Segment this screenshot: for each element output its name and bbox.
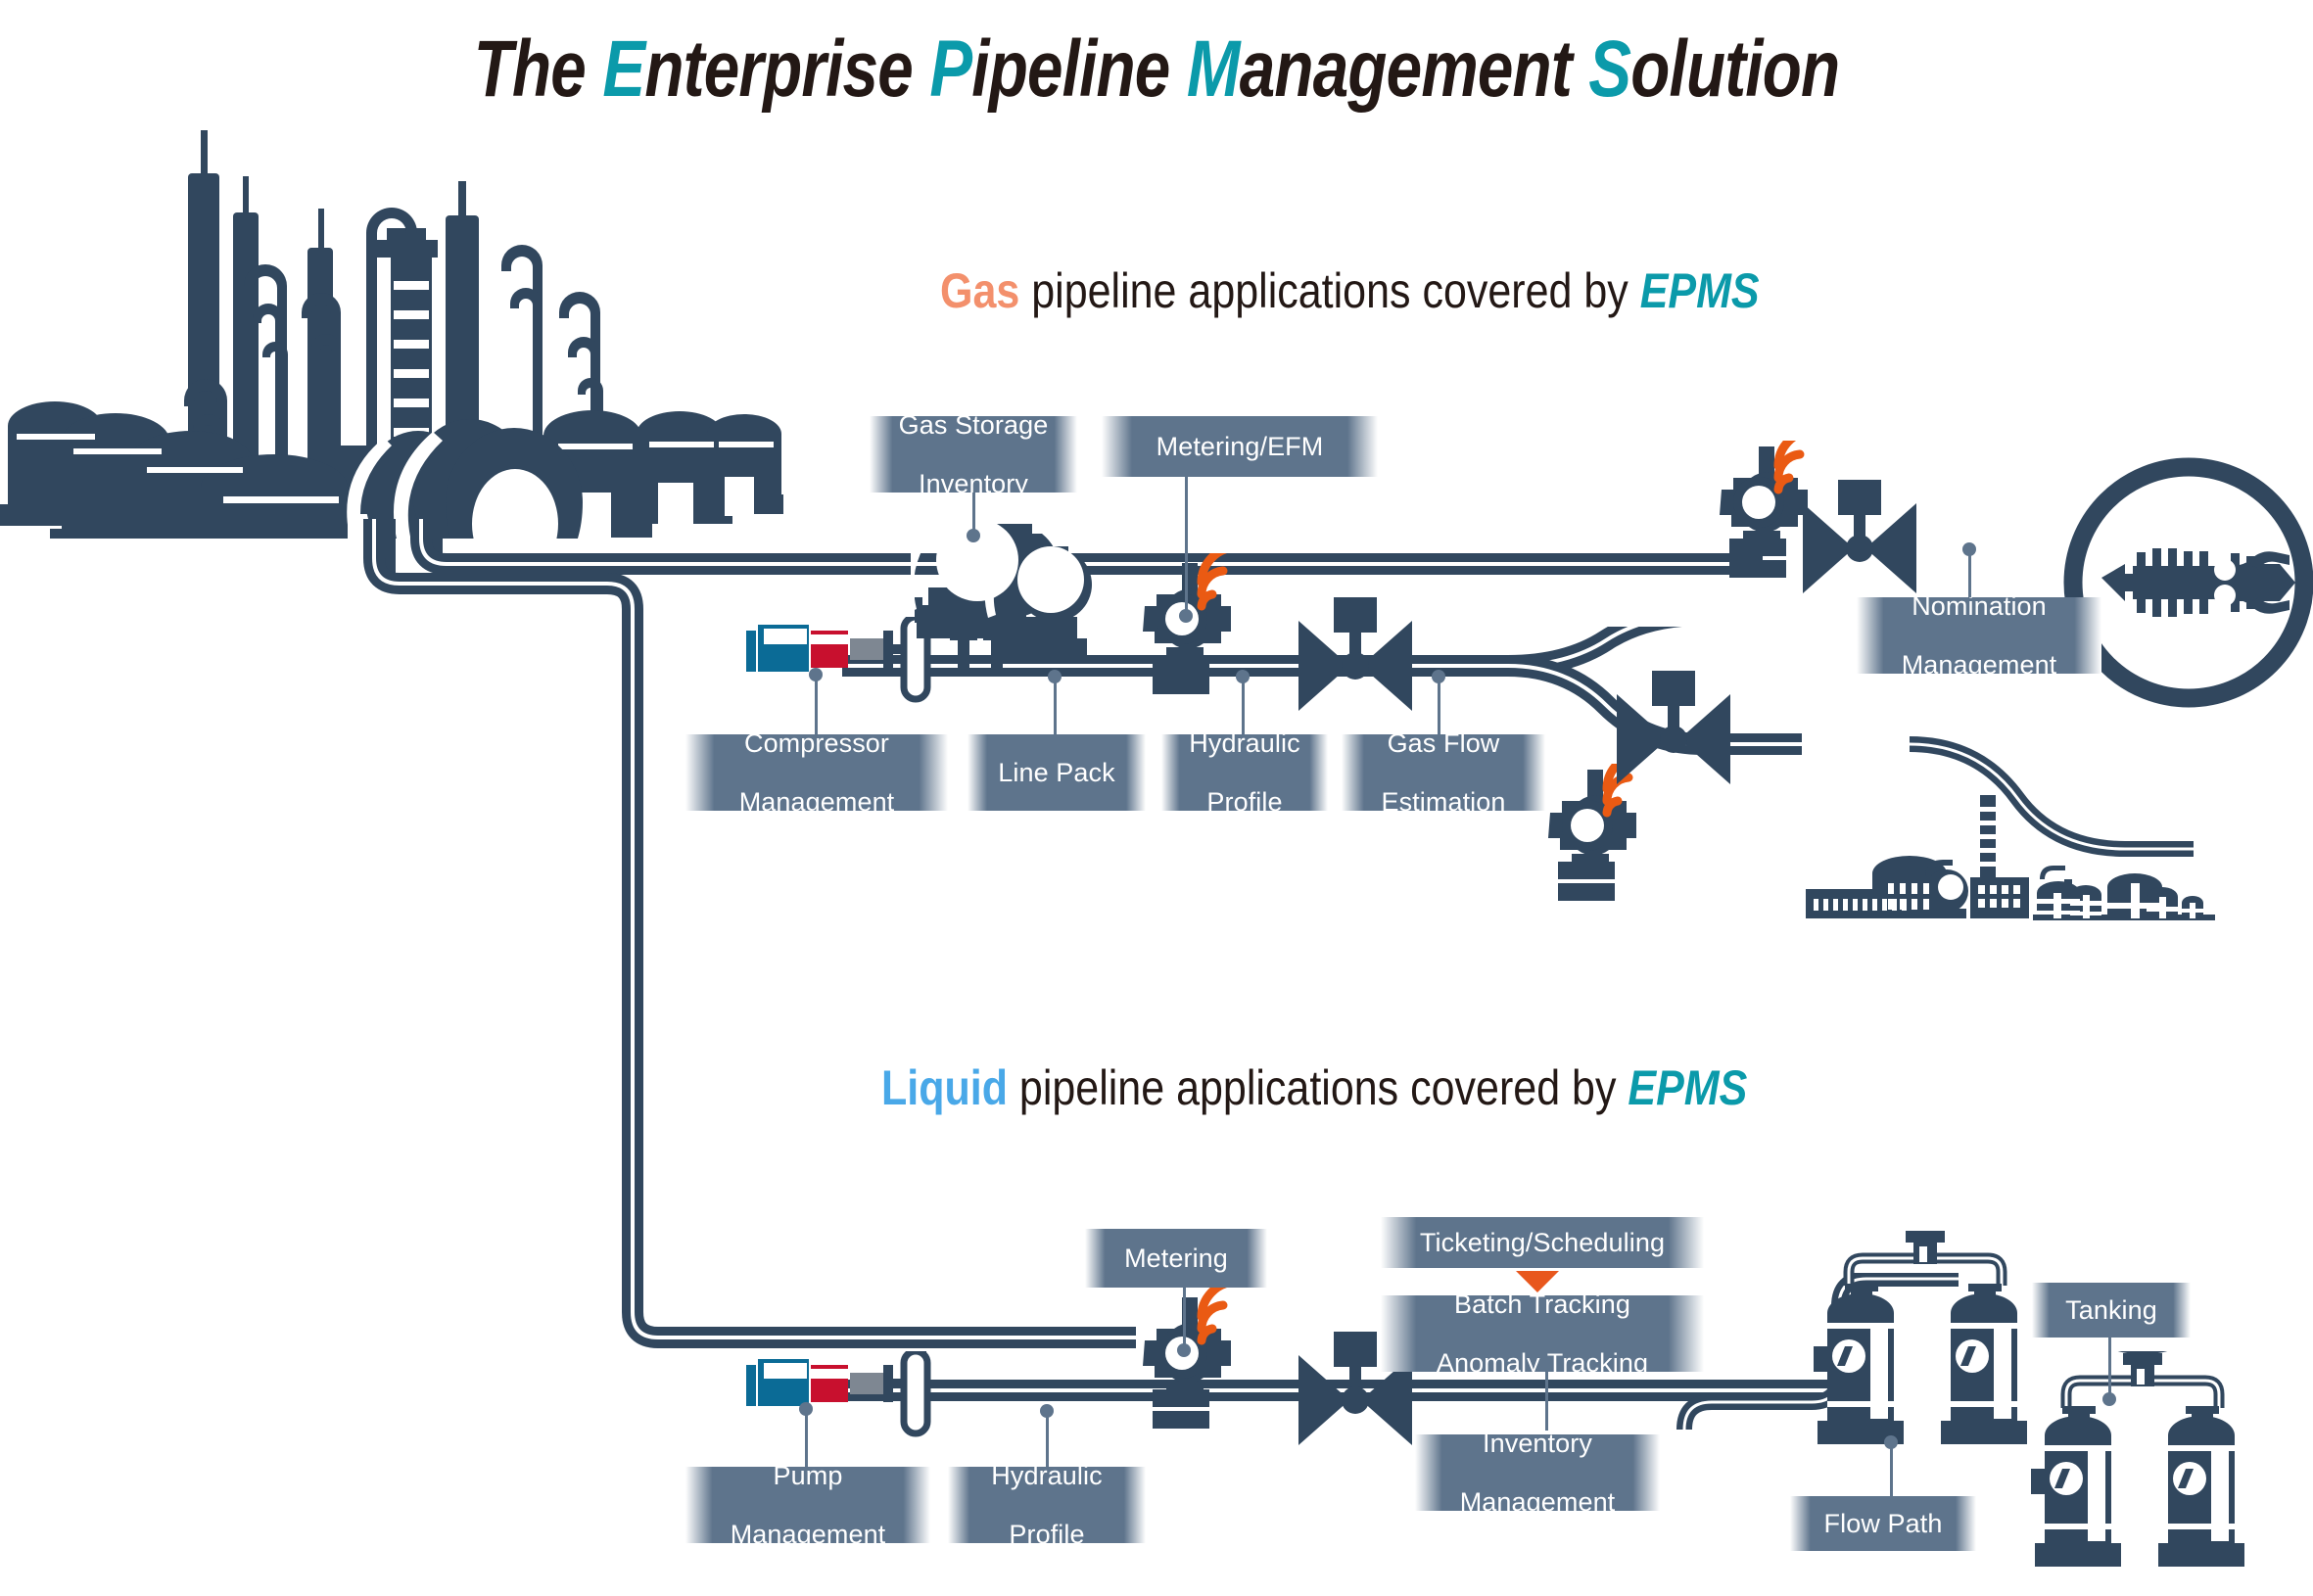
leader-gas-hydraulic-profile — [1242, 676, 1245, 734]
chip-compressor-management-l2: Management — [738, 787, 895, 817]
chip-gas-flow-estimation-l2: Estimation — [1381, 787, 1506, 817]
gas-heading-lead: Gas — [940, 263, 1020, 318]
chip-metering[interactable]: Metering — [1085, 1229, 1267, 1288]
flow-meter-icon-upper — [1714, 441, 1861, 597]
title-text-nterprise: nterprise — [644, 24, 930, 114]
chip-ticketing-scheduling-label: Ticketing/Scheduling — [1419, 1228, 1666, 1257]
chip-tanking[interactable]: Tanking — [2032, 1283, 2191, 1338]
compressor-discharge-flange — [913, 587, 991, 734]
chip-ticketing-scheduling[interactable]: Ticketing/Scheduling — [1381, 1217, 1704, 1268]
spherical-gas-storage-icon — [911, 490, 1146, 676]
dot-pump-management — [799, 1402, 813, 1416]
title-text-anagement: anagement — [1239, 24, 1589, 114]
chip-nomination-management-l1: Nomination — [1912, 591, 2047, 621]
title-cap-m: M — [1186, 24, 1241, 114]
pipeline-pig-inspection-icon — [2056, 450, 2313, 715]
gas-section-heading: Gas pipeline applications covered by EPM… — [940, 262, 1760, 319]
leader-pump-management — [805, 1408, 808, 1467]
title-cap-e: E — [602, 24, 645, 114]
dot-metering-efm — [1179, 609, 1193, 623]
flow-meter-icon-lower — [1542, 764, 1689, 920]
chip-inventory-management-l2: Management — [1459, 1487, 1616, 1517]
dot-tanking — [2102, 1392, 2116, 1406]
dot-liquid-hydraulic-profile — [1040, 1404, 1054, 1418]
industrial-plant-icon — [1802, 793, 2223, 920]
leader-tanking — [2108, 1338, 2111, 1398]
chip-flow-path-label: Flow Path — [1823, 1509, 1943, 1538]
refinery-skyline-icon — [0, 122, 783, 539]
dot-metering — [1177, 1343, 1191, 1357]
chip-inventory-management-l1: Inventory — [1483, 1429, 1592, 1458]
gate-valve-icon — [1293, 597, 1420, 715]
page-title: The Enterprise Pipeline Management Solut… — [231, 23, 2082, 116]
leader-gas-storage-inventory — [972, 493, 975, 538]
chip-metering-label: Metering — [1124, 1244, 1228, 1273]
dot-gas-storage-inventory — [967, 529, 980, 542]
chip-pump-management-l2: Management — [730, 1520, 886, 1549]
chip-gas-hydraulic-profile-l1: Hydraulic — [1189, 728, 1300, 758]
gas-trunk-pipe — [362, 509, 1831, 636]
dot-compressor-management — [809, 668, 823, 681]
pump-unit-icon — [742, 1351, 938, 1439]
gate-valve-icon-lower — [1611, 671, 1738, 788]
leader-flow-path — [1890, 1441, 1893, 1496]
liquid-heading-rest: pipeline applications covered by — [1007, 1060, 1629, 1115]
leader-liquid-hydraulic-profile — [1046, 1410, 1049, 1467]
leader-line-pack — [1054, 676, 1057, 734]
chip-flow-path[interactable]: Flow Path — [1790, 1496, 1976, 1551]
liquid-section-heading: Liquid pipeline applications covered by … — [881, 1059, 1747, 1116]
liquid-heading-epms: EPMS — [1628, 1060, 1748, 1115]
chip-line-pack[interactable]: Line Pack — [968, 734, 1146, 811]
leader-nomination-management — [1968, 548, 1971, 597]
chip-batch-tracking-l2: Anomaly Tracking — [1436, 1348, 1649, 1378]
title-text-olution: olution — [1630, 24, 1840, 114]
gas-heading-rest: pipeline applications covered by — [1019, 263, 1640, 318]
dot-flow-path — [1884, 1435, 1898, 1449]
flow-meter-icon — [1131, 553, 1278, 710]
chip-metering-efm[interactable]: Metering/EFM — [1102, 416, 1378, 477]
arrow-down-icon — [1516, 1271, 1559, 1292]
dot-line-pack — [1048, 670, 1062, 683]
chip-batch-tracking-l1: Batch Tracking — [1453, 1290, 1630, 1319]
flow-meter-icon-liquid — [1131, 1288, 1278, 1444]
dot-gas-hydraulic-profile — [1236, 670, 1250, 683]
chip-gas-storage-inventory-l1: Gas Storage — [898, 410, 1049, 440]
gate-valve-icon-liquid — [1293, 1332, 1420, 1449]
title-cap-p: P — [929, 24, 972, 114]
chip-line-pack-label: Line Pack — [998, 758, 1115, 787]
title-text-the: The — [473, 24, 603, 114]
tank-battery-icon-upper — [1812, 1229, 2086, 1474]
tank-battery-icon-lower — [2029, 1351, 2303, 1596]
gate-valve-icon-upper — [1797, 480, 1924, 597]
chip-liquid-hydraulic-profile-l2: Profile — [1009, 1520, 1085, 1549]
chip-gas-flow-estimation-l1: Gas Flow — [1387, 728, 1500, 758]
chip-gas-hydraulic-profile-l2: Profile — [1206, 787, 1283, 817]
leader-gas-flow-estimation — [1438, 676, 1440, 734]
title-text-ipeline: ipeline — [971, 24, 1187, 114]
liquid-heading-lead: Liquid — [881, 1060, 1008, 1115]
chip-nomination-management-l2: Management — [1901, 650, 2057, 680]
chip-metering-efm-label: Metering/EFM — [1156, 432, 1324, 461]
dot-gas-flow-estimation — [1432, 670, 1445, 683]
dot-nomination-management — [1962, 542, 1976, 556]
leader-metering — [1183, 1288, 1186, 1348]
liquid-trunk-pipe — [353, 509, 1234, 1390]
title-cap-s: S — [1588, 24, 1631, 114]
leader-compressor-management — [815, 674, 818, 734]
chip-tanking-label: Tanking — [2065, 1295, 2157, 1325]
leader-metering-efm — [1185, 477, 1188, 616]
gas-heading-epms: EPMS — [1639, 263, 1760, 318]
leader-batch-tracking — [1545, 1372, 1548, 1431]
compressor-unit-icon — [742, 617, 938, 705]
